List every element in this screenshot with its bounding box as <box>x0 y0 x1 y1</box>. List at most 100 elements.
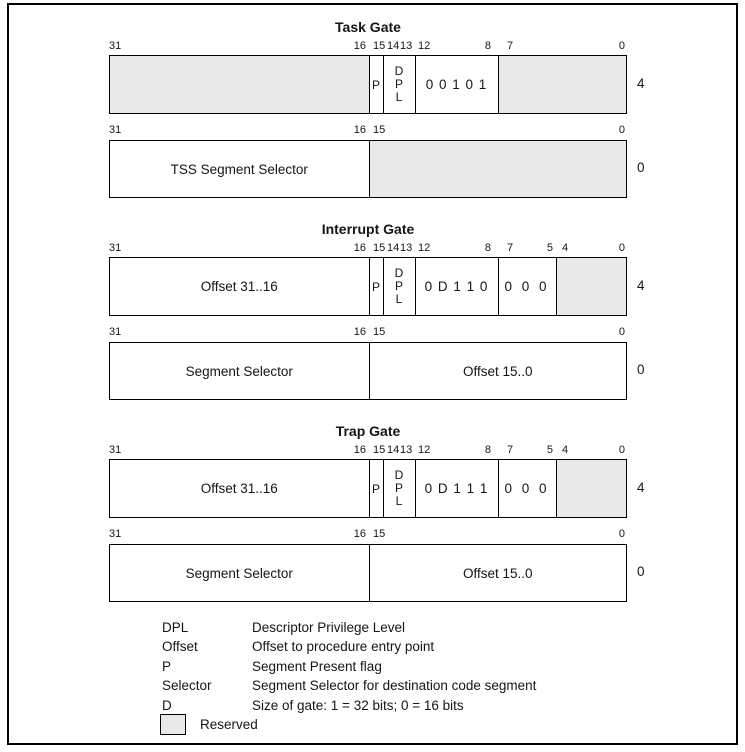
bit-label-0: 0 <box>618 124 625 136</box>
tss-segment-selector-field: TSS Segment Selector <box>170 161 308 177</box>
bit-label-0: 0 <box>618 242 625 254</box>
reserved-field <box>497 56 626 113</box>
legend: DPL Descriptor Privilege Level Offset Of… <box>162 618 536 715</box>
task-gate-dword-high: P DPL 0 0 1 0 1 <box>109 55 627 114</box>
reserved-field <box>555 460 626 517</box>
byte-offset-label: 4 <box>637 480 645 495</box>
gate-title: Interrupt Gate <box>321 221 415 237</box>
bit-labels-row: 31 16 15 0 <box>109 528 627 541</box>
byte-offset-label: 0 <box>637 362 645 377</box>
bit-label-14: 14 <box>387 444 400 456</box>
offset-low-field: Offset 15..0 <box>368 545 627 601</box>
bit-label-8: 8 <box>484 444 491 456</box>
legend-row: P Segment Present flag <box>162 657 536 676</box>
interrupt-gate-dword-high: Offset 31..16 P DPL 0 D 1 1 0 0 0 0 <box>109 257 627 316</box>
dpl-field: DPL <box>382 56 415 113</box>
bit-labels-row: 31 16 15 14 13 12 8 7 5 4 0 <box>109 242 627 255</box>
bit-label-14: 14 <box>387 242 400 254</box>
bit-label-31: 31 <box>109 528 122 540</box>
legend-definition: Offset to procedure entry point <box>252 639 435 655</box>
offset-high-field: Offset 31..16 <box>200 481 278 496</box>
bit-label-14: 14 <box>387 40 400 52</box>
bit-label-31: 31 <box>109 444 122 456</box>
bit-label-0: 0 <box>618 444 625 456</box>
offset-high-field: Offset 31..16 <box>200 279 278 294</box>
bit-label-31: 31 <box>109 326 122 338</box>
trap-gate-dword-low: Segment Selector Offset 15..0 <box>109 544 627 602</box>
present-flag-field: P <box>368 258 383 315</box>
bit-label-12: 12 <box>418 242 431 254</box>
legend-term: P <box>162 658 172 674</box>
bit-labels-row: 31 16 15 14 13 12 8 7 0 <box>109 40 627 53</box>
bit-label-15: 15 <box>373 40 386 52</box>
bit-label-15: 15 <box>373 444 386 456</box>
bit-label-16: 16 <box>353 326 366 338</box>
task-gate-dword-low: TSS Segment Selector <box>109 140 627 198</box>
interrupt-gate-dword-low: Segment Selector Offset 15..0 <box>109 342 627 400</box>
reserved-label: Reserved <box>200 717 258 732</box>
gate-type-field: 0 D 1 1 0 <box>414 258 498 315</box>
reserved-field <box>110 56 369 113</box>
reserved-key: Reserved <box>160 714 258 735</box>
segment-selector-field: Segment Selector <box>185 363 293 379</box>
legend-term: D <box>162 697 172 713</box>
bit-label-31: 31 <box>109 40 122 52</box>
bit-label-0: 0 <box>618 528 625 540</box>
bit-label-16: 16 <box>353 124 366 136</box>
bit-label-15: 15 <box>373 528 386 540</box>
bit-label-13: 13 <box>400 242 413 254</box>
legend-row: Selector Segment Selector for destinatio… <box>162 676 536 695</box>
present-flag-field: P <box>368 460 383 517</box>
bit-label-4: 4 <box>562 444 569 456</box>
bit-label-15: 15 <box>373 124 386 136</box>
gate-title: Task Gate <box>335 19 401 35</box>
zero-bits-field: 0 0 0 <box>497 258 556 315</box>
bit-label-15: 15 <box>373 326 386 338</box>
legend-term: DPL <box>162 620 189 635</box>
gate-type-field: 0 0 1 0 1 <box>414 56 498 113</box>
bit-label-16: 16 <box>353 528 366 540</box>
legend-definition: Descriptor Privilege Level <box>252 620 406 635</box>
bit-label-13: 13 <box>400 40 413 52</box>
byte-offset-label: 4 <box>637 278 645 293</box>
gate-type-field: 0 D 1 1 1 <box>414 460 498 517</box>
bit-label-7: 7 <box>507 444 514 456</box>
zero-bits-field: 0 0 0 <box>497 460 556 517</box>
bit-label-31: 31 <box>109 242 122 254</box>
dpl-field: DPL <box>382 258 415 315</box>
bit-label-31: 31 <box>109 124 122 136</box>
bit-label-16: 16 <box>353 40 366 52</box>
legend-term: Offset <box>162 639 198 655</box>
bit-label-5: 5 <box>546 444 553 456</box>
bit-label-4: 4 <box>562 242 569 254</box>
byte-offset-label: 4 <box>637 76 645 91</box>
bit-label-0: 0 <box>618 40 625 52</box>
legend-term: Selector <box>162 678 212 694</box>
byte-offset-label: 0 <box>637 564 645 579</box>
bit-label-7: 7 <box>507 40 514 52</box>
bit-label-13: 13 <box>400 444 413 456</box>
reserved-field <box>555 258 626 315</box>
bit-label-8: 8 <box>484 242 491 254</box>
legend-row: Offset Offset to procedure entry point <box>162 637 536 656</box>
bit-label-12: 12 <box>418 444 431 456</box>
trap-gate-dword-high: Offset 31..16 P DPL 0 D 1 1 1 0 0 0 <box>109 459 627 518</box>
legend-row: DPL Descriptor Privilege Level <box>162 618 536 637</box>
bit-label-8: 8 <box>484 40 491 52</box>
bit-label-7: 7 <box>507 242 514 254</box>
bit-label-15: 15 <box>373 242 386 254</box>
bit-labels-row: 31 16 15 14 13 12 8 7 5 4 0 <box>109 444 627 457</box>
figure-frame <box>7 3 738 745</box>
reserved-field <box>368 141 626 197</box>
bit-labels-row: 31 16 15 0 <box>109 326 627 339</box>
bit-label-0: 0 <box>618 326 625 338</box>
reserved-swatch <box>160 714 186 735</box>
bit-label-5: 5 <box>546 242 553 254</box>
dpl-field: DPL <box>382 460 415 517</box>
bit-label-16: 16 <box>353 242 366 254</box>
bit-label-16: 16 <box>353 444 366 456</box>
legend-row: D Size of gate: 1 = 32 bits; 0 = 16 bits <box>162 696 536 715</box>
bit-label-12: 12 <box>418 40 431 52</box>
legend-definition: Segment Present flag <box>252 658 382 674</box>
